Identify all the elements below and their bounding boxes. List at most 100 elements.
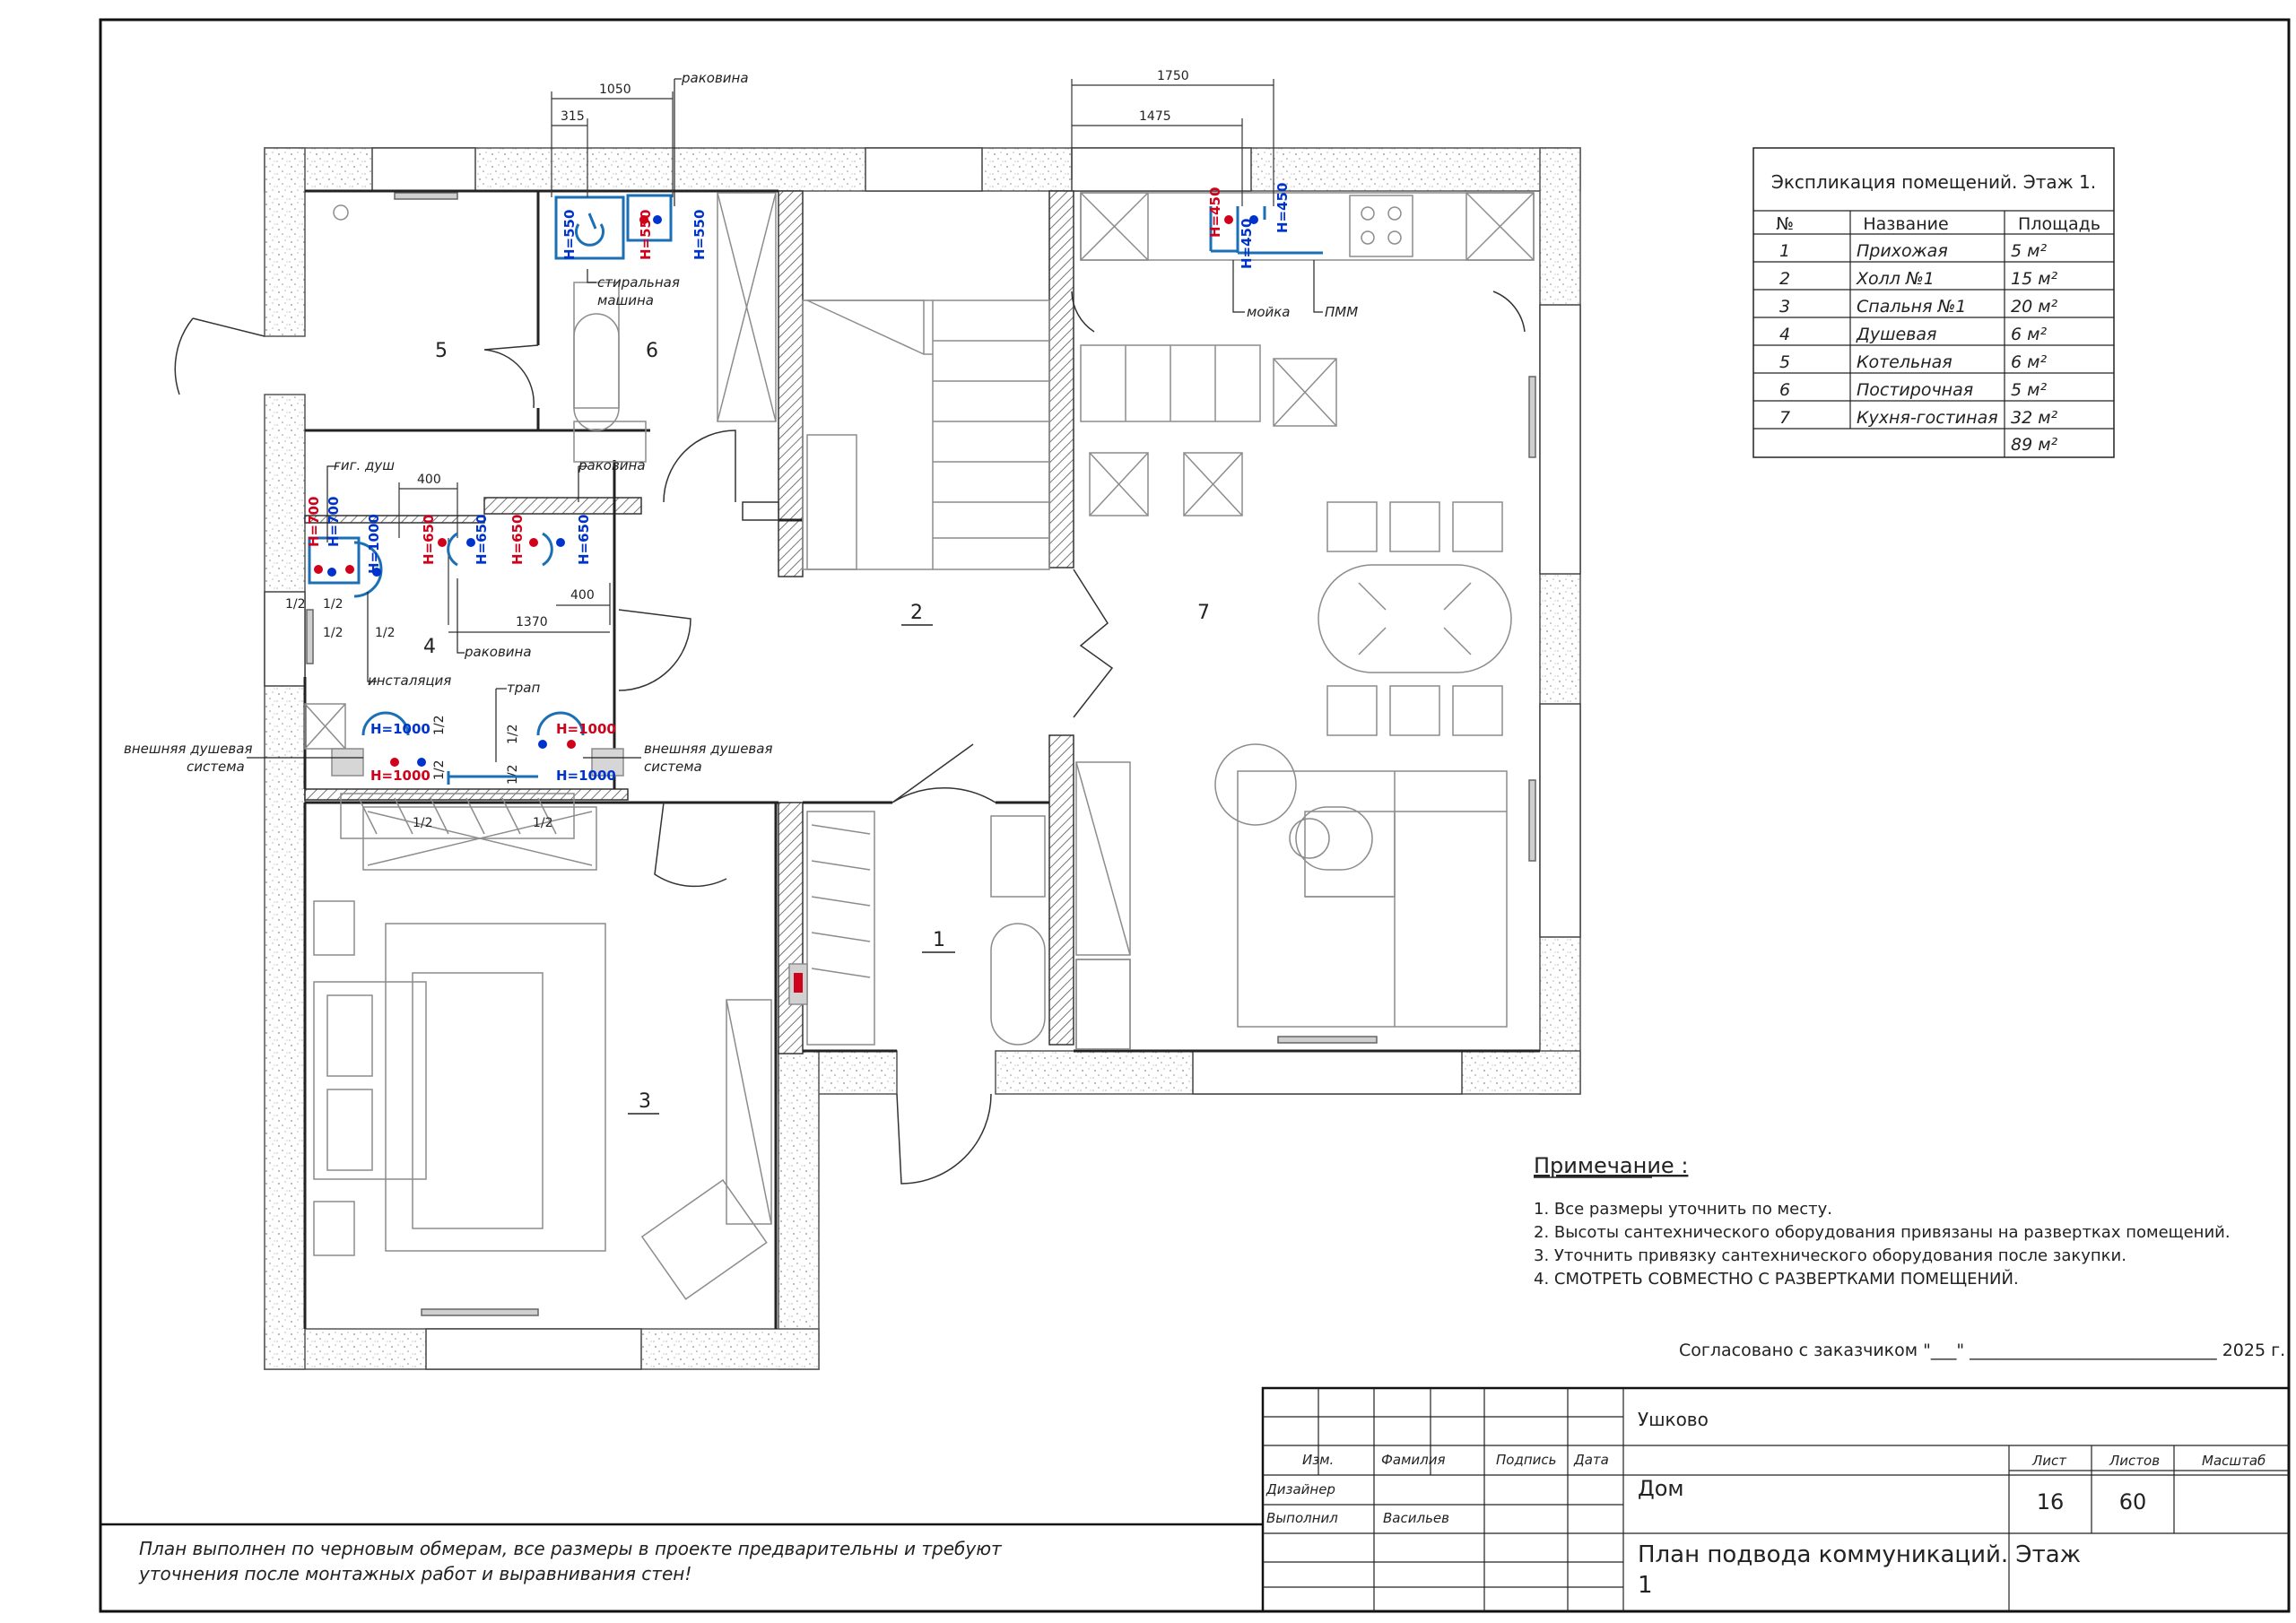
- table-cell: 5: [1779, 352, 1790, 372]
- tb-list: 16: [2037, 1489, 2065, 1515]
- height-mark: H=700: [306, 497, 322, 547]
- dim-1750: 1750: [1157, 69, 1189, 83]
- table-cell: 6: [1779, 380, 1790, 400]
- partition-cols: [742, 501, 779, 521]
- dimensions: [398, 79, 1274, 633]
- explication-table: Экспликация помещений. Этаж 1. № Названи…: [1752, 147, 2115, 458]
- label-sink: раковина: [681, 70, 749, 86]
- room-number: 7: [1197, 602, 1210, 624]
- cold-water-points: [327, 215, 1258, 767]
- table-header: Площадь: [2018, 214, 2100, 234]
- tb-listov: 60: [2119, 1489, 2147, 1515]
- table-header: №: [1776, 214, 1794, 234]
- dim-half: 1/2: [323, 597, 344, 612]
- height-mark: H=700: [326, 497, 342, 547]
- height-mark: H=650: [509, 515, 526, 565]
- table-cell: 15 м²: [2011, 269, 2058, 289]
- table-cell: 5 м²: [2011, 241, 2047, 261]
- label-pmm: ПММ: [1325, 304, 1358, 320]
- tb-sheet-title: План подвода коммуникаций. Этаж: [1638, 1541, 2081, 1568]
- floor-plan: 1 2 3 4 5 6 7: [124, 69, 1581, 1370]
- table-cell: 32 м²: [2011, 408, 2058, 428]
- note-item: 1. Все размеры уточнить по месту.: [1534, 1200, 1832, 1219]
- windows: [264, 147, 1581, 1370]
- dimension-values: 1050 315 1750 1475 400 400 1370 1/2 1/2 …: [285, 69, 1189, 830]
- tb-sheet-title: 1: [1638, 1572, 1653, 1599]
- tb-col-podpis: Подпись: [1496, 1452, 1556, 1468]
- tb-col-data: Дата: [1573, 1452, 1609, 1468]
- notes: Примечание : 1. Все размеры уточнить по …: [1534, 1153, 2285, 1360]
- tb-executor: Васильев: [1383, 1510, 1449, 1526]
- dim-400: 400: [417, 473, 441, 487]
- table-cell: Кухня-гостиная: [1857, 408, 1998, 428]
- height-mark: H=550: [561, 210, 578, 260]
- plumbing-pipes: [308, 194, 1323, 785]
- dim-1050: 1050: [599, 82, 631, 97]
- label-sink: раковина: [578, 457, 646, 473]
- table-cell: 4: [1779, 325, 1790, 344]
- dim-half: 1/2: [506, 724, 520, 744]
- doors: [174, 291, 1526, 1185]
- height-mark: H=1000: [556, 768, 616, 784]
- dim-1370: 1370: [516, 615, 548, 629]
- interior-walls: [304, 190, 1074, 1055]
- exterior-walls: [264, 147, 1581, 1370]
- table-header: Название: [1863, 214, 1948, 234]
- room-number: 5: [435, 340, 448, 362]
- dim-half: 1/2: [285, 597, 306, 612]
- height-mark: H=650: [421, 515, 437, 565]
- height-marks: H=550 H=550 H=550 H=450 H=450 H=450 H=70…: [306, 183, 1291, 784]
- dim-half: 1/2: [432, 759, 447, 780]
- table-cell: Душевая: [1856, 325, 1936, 344]
- label-hyg-shower: гиг. душ: [334, 457, 395, 473]
- label-installation: инсталяция: [368, 673, 451, 689]
- furniture: [304, 192, 1535, 1300]
- table-cell: Прихожая: [1857, 241, 1948, 261]
- dim-half: 1/2: [533, 816, 553, 830]
- tb-h-list: Лист: [2031, 1453, 2067, 1469]
- footer-note-line: План выполнен по черновым обмерам, все р…: [139, 1538, 1003, 1559]
- height-mark: H=550: [691, 210, 708, 260]
- table-cell: 7: [1779, 408, 1790, 428]
- height-mark: H=1000: [556, 721, 616, 737]
- room-number: 1: [933, 929, 945, 951]
- tb-h-listov: Листов: [2109, 1453, 2160, 1469]
- table-cell: Котельная: [1857, 352, 1952, 372]
- height-mark: H=450: [1274, 183, 1291, 233]
- label-drain: трап: [507, 680, 540, 696]
- dim-half: 1/2: [432, 715, 447, 735]
- table-cell: 5 м²: [2011, 380, 2047, 400]
- note-item: 2. Высоты сантехнического оборудования п…: [1534, 1223, 2231, 1242]
- dim-1475: 1475: [1139, 109, 1171, 124]
- table-cell: Постирочная: [1857, 380, 1973, 400]
- sheet-frame: [99, 18, 2291, 1613]
- agreement: Согласовано с заказчиком "___" _________…: [1679, 1341, 2285, 1360]
- room-number: 4: [423, 636, 436, 658]
- dim-half: 1/2: [413, 816, 433, 830]
- hot-water-points: [314, 215, 1233, 767]
- footer-note-line: уточнения после монтажных работ и выравн…: [138, 1563, 691, 1584]
- table-cell: Спальня №1: [1857, 297, 1966, 317]
- room-number: 3: [639, 1090, 651, 1113]
- height-mark: H=450: [1239, 219, 1255, 269]
- dim-half: 1/2: [506, 764, 520, 785]
- room-number: 2: [910, 602, 923, 624]
- table-cell: Холл №1: [1856, 269, 1935, 289]
- tb-col-izm: Изм.: [1302, 1452, 1334, 1468]
- dim-half: 1/2: [323, 626, 344, 640]
- note-item: 4. СМОТРЕТЬ СОВМЕСТНО С РАЗВЕРТКАМИ ПОМЕ…: [1534, 1269, 2019, 1289]
- height-mark: H=450: [1207, 187, 1223, 238]
- footer-note: План выполнен по черновым обмерам, все р…: [100, 1523, 1263, 1584]
- dim-400: 400: [570, 588, 595, 603]
- table-cell: 2: [1779, 269, 1790, 289]
- callout-leaders: [247, 78, 1323, 762]
- title-block: Изм. Фамилия Подпись Дата Дизайнер Выпол…: [1261, 1386, 2291, 1613]
- notes-title: Примечание :: [1534, 1153, 1688, 1178]
- tb-role-executed: Выполнил: [1266, 1510, 1338, 1526]
- tb-h-scale: Масштаб: [2202, 1453, 2266, 1469]
